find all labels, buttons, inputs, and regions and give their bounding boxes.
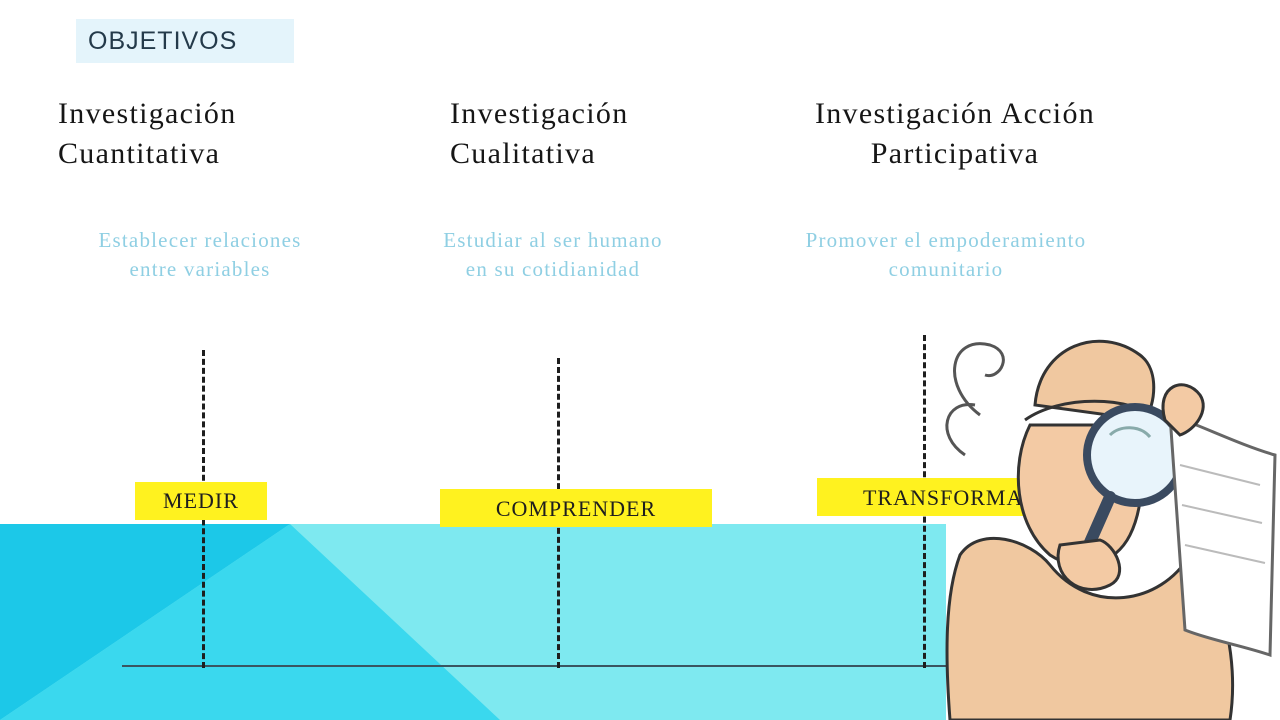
heading-participatory-action: Investigación Acción Participativa <box>745 94 1165 174</box>
cyan-band-accent <box>0 524 500 720</box>
label-comprender: COMPRENDER <box>440 489 712 527</box>
heading-line: Participativa <box>870 137 1040 170</box>
label-medir: MEDIR <box>135 482 267 520</box>
objective-line: Promover el empoderamiento <box>805 228 1087 252</box>
objective-participatory-action: Promover el empoderamiento comunitario <box>742 226 1150 284</box>
heading-quantitative: Investigación Cuantitativa <box>58 94 237 174</box>
objective-line: entre variables <box>129 257 271 281</box>
heading-qualitative: Investigación Cualitativa <box>450 94 629 174</box>
objective-line: Estudiar al ser humano <box>443 228 663 252</box>
objective-line: en su cotidianidad <box>465 257 641 281</box>
objective-quantitative: Establecer relaciones entre variables <box>50 226 350 284</box>
timeline-baseline <box>122 665 1022 667</box>
heading-line: Investigación <box>450 97 629 130</box>
heading-line: Cualitativa <box>450 137 596 170</box>
heading-line: Cuantitativa <box>58 137 221 170</box>
objective-line: comunitario <box>888 257 1004 281</box>
heading-line: Investigación Acción <box>814 97 1096 130</box>
heading-line: Investigación <box>58 97 237 130</box>
objective-line: Establecer relaciones <box>98 228 302 252</box>
title-badge: OBJETIVOS <box>76 19 294 63</box>
objective-qualitative: Estudiar al ser humano en su cotidianida… <box>398 226 708 284</box>
detective-magnifying-glass-icon <box>945 339 1277 720</box>
